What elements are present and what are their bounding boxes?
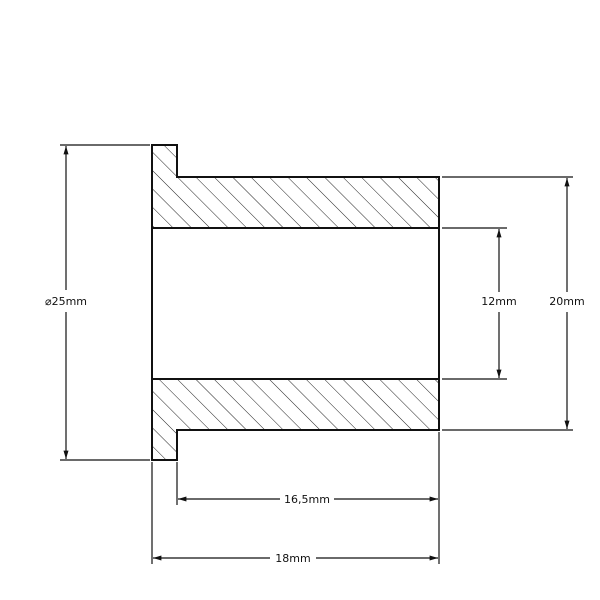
label-outer-diameter: 20mm <box>549 295 584 308</box>
label-body-length: 16,5mm <box>284 493 330 506</box>
label-total-length: 18mm <box>275 552 310 565</box>
label-flange-diameter: ⌀25mm <box>45 295 87 308</box>
label-bore-diameter: 12mm <box>481 295 516 308</box>
section-lower-wall <box>151 378 440 461</box>
section-upper-wall <box>151 144 440 229</box>
